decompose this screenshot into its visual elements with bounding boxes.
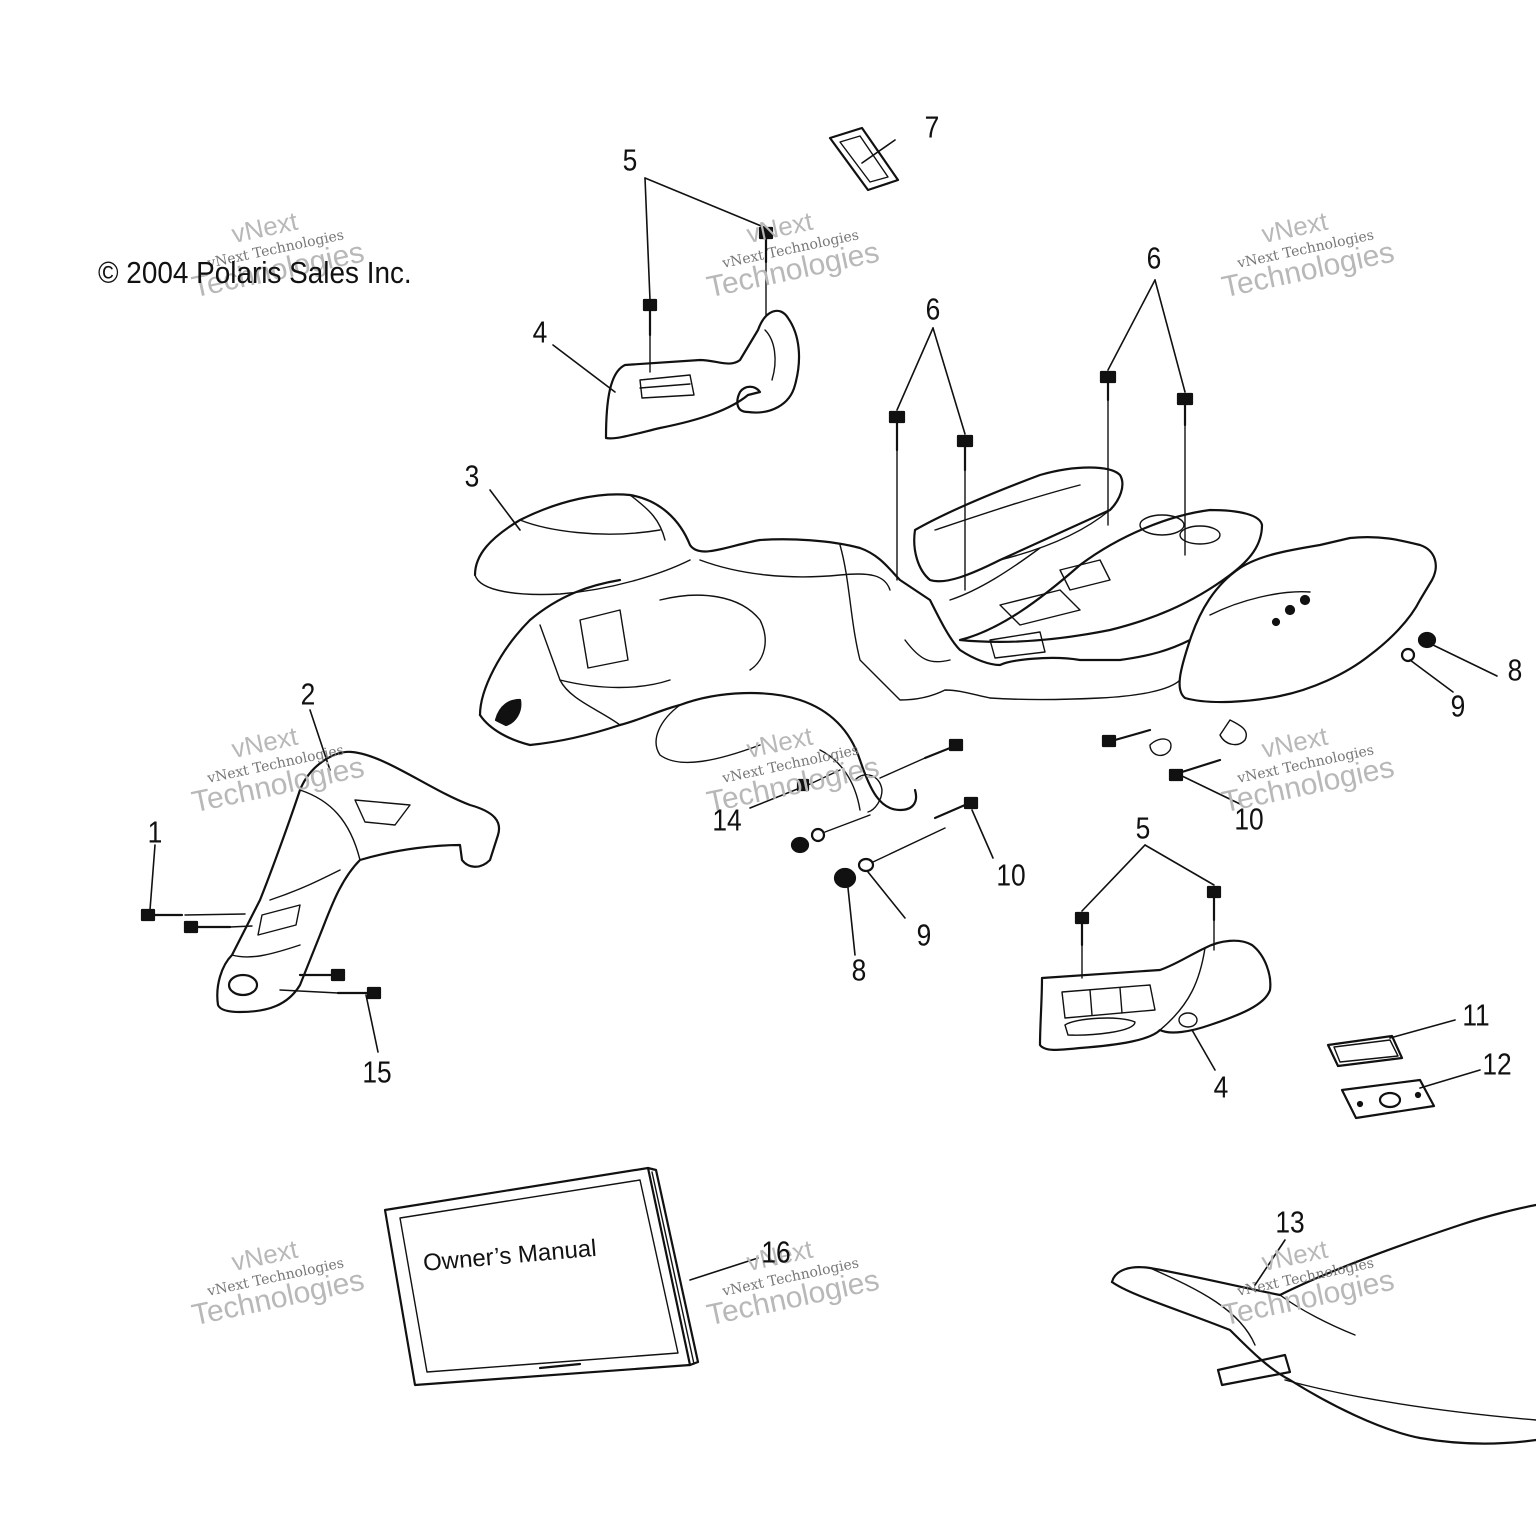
part-3-main-body [473,466,1437,812]
callout-7: 7 [924,109,940,145]
part-6-bolts [888,370,1194,591]
part-11-decal [1326,1034,1404,1068]
callout-4: 4 [532,314,548,350]
callout-10: 10 [996,857,1026,893]
callout-5: 5 [1135,810,1151,846]
leader-lines [149,139,1498,1286]
callout-3: 3 [464,458,480,494]
callout-14: 14 [712,802,742,838]
part-2-front-nose [216,750,501,1014]
callout-16: 16 [761,1234,791,1270]
part-5-lower-bolts [1074,885,1222,979]
callout-9: 9 [1450,688,1466,724]
callout-10: 10 [1234,801,1264,837]
callout-6: 6 [1146,240,1162,276]
callout-4: 4 [1213,1069,1229,1105]
callout-9: 9 [916,917,932,953]
rear-hardware [1101,631,1437,782]
part-4-lower-side-panel [1038,939,1272,1051]
part-16-manual [383,1166,700,1387]
callout-13: 13 [1275,1204,1305,1240]
copyright-notice: © 2004 Polaris Sales Inc. [98,255,412,290]
part-1-bolts [140,908,253,934]
callout-5: 5 [622,142,638,178]
callout-8: 8 [1507,652,1523,688]
part-5-upper-bolts [642,226,774,373]
callout-11: 11 [1462,997,1490,1033]
part-7-decal [828,126,900,192]
callout-1: 1 [147,814,163,850]
callout-8: 8 [851,952,867,988]
part-13-seat [1110,1203,1536,1445]
callout-6: 6 [925,291,941,327]
callout-2: 2 [300,676,316,712]
front-hardware [790,738,979,889]
part-15-bolts [279,968,382,1000]
callout-12: 12 [1482,1046,1512,1082]
callout-15: 15 [362,1054,392,1090]
part-4-upper-side-panel [604,309,801,440]
part-12-plate [1340,1078,1436,1120]
